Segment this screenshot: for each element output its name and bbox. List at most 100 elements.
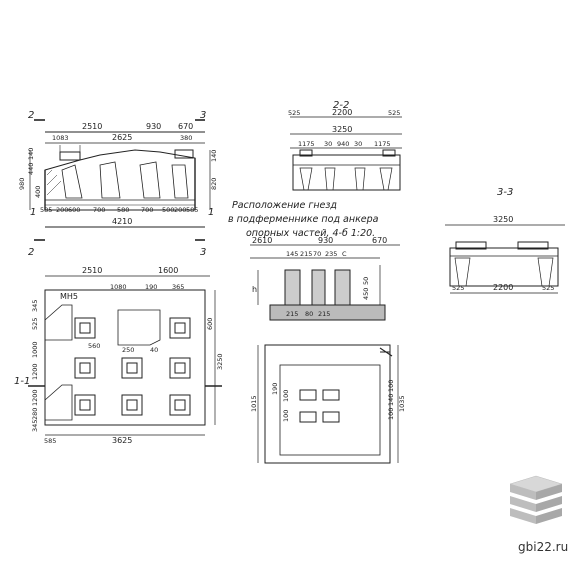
cut-mark-2-top: 2 xyxy=(28,110,34,121)
dim-30-b: 30 xyxy=(354,140,362,148)
dim-700-a: 700 xyxy=(93,206,105,214)
anchor-plan-labels: 1015 1035 100 140 100 190 100 100 xyxy=(250,380,406,422)
dim-250: 250 xyxy=(122,346,134,354)
dim-4210: 4210 xyxy=(112,217,132,226)
cut-mark-2-bottom: 2 xyxy=(28,247,34,258)
dim-525-s3a: 525 xyxy=(452,284,464,292)
dim-585-b: 585 xyxy=(186,206,198,214)
cut-mark-3-top: 3 xyxy=(200,110,206,121)
cut-mark-3-bottom: 3 xyxy=(200,247,206,258)
dim-525-p: 525 xyxy=(31,318,39,330)
dim-215-b2: 215 xyxy=(318,310,330,318)
dim-1080: 1080 xyxy=(110,283,127,291)
dim-40: 40 xyxy=(150,346,158,354)
dim-345-a: 345 xyxy=(31,300,39,312)
dim-100-r2: 100 xyxy=(387,408,395,420)
dim-345-b: 345 xyxy=(31,420,39,432)
dim-140-r: 140 xyxy=(387,394,395,406)
note-line-2: в подферменнике под анкера xyxy=(228,214,379,225)
dim-380: 380 xyxy=(180,134,192,142)
dim-980: 980 xyxy=(18,178,26,190)
elevation-view xyxy=(29,119,211,241)
anchor-detail xyxy=(250,244,400,321)
dim-585-p: 585 xyxy=(44,437,56,445)
dim-820: 820 xyxy=(210,178,218,190)
dim-140-right: 140 xyxy=(210,150,218,162)
dim-280: 280 xyxy=(31,408,39,420)
dim-400: 400 xyxy=(34,186,42,198)
dim-1015: 1015 xyxy=(250,395,258,412)
dim-1175-b: 1175 xyxy=(374,140,391,148)
dim-600-p: 600 xyxy=(206,318,214,330)
anchor-detail-labels: 2610 930 670 145 215 70 235 C 215 80 215… xyxy=(252,236,387,318)
dim-1175-a: 1175 xyxy=(298,140,315,148)
watermark-logo: gbi22.ru xyxy=(509,475,568,554)
dim-80: 80 xyxy=(305,310,313,318)
dim-2510-p: 2510 xyxy=(82,266,102,275)
dim-145: 145 xyxy=(286,250,298,258)
dim-580: 580 xyxy=(117,206,129,214)
dim-1035: 1035 xyxy=(398,395,406,412)
dim-30-a: 30 xyxy=(324,140,332,148)
dim-190-a: 190 xyxy=(271,383,279,395)
dim-365: 365 xyxy=(172,283,184,291)
section-2-2 xyxy=(290,116,402,191)
dim-3250: 3250 xyxy=(332,125,352,134)
note-line-3: опорных частей, 4-б 1:20. xyxy=(246,228,375,239)
dim-440: 440 xyxy=(27,163,35,175)
anchor-plan xyxy=(257,344,399,464)
dim-670: 670 xyxy=(178,122,193,131)
cut-mark-1-right: 1 xyxy=(208,207,214,218)
dim-560: 560 xyxy=(88,342,100,350)
dim-100-a: 100 xyxy=(282,390,290,402)
dim-140: 140 xyxy=(27,148,35,160)
dim-3250-s3: 3250 xyxy=(493,215,513,224)
dim-940: 940 xyxy=(337,140,349,148)
dim-215-b1: 215 xyxy=(286,310,298,318)
dim-670-d: 670 xyxy=(372,236,387,245)
mark-mn5: МН5 xyxy=(60,292,78,301)
section-3-3 xyxy=(445,224,565,294)
dim-525-s3b: 525 xyxy=(542,284,554,292)
dim-2625: 2625 xyxy=(112,133,132,142)
dim-3625: 3625 xyxy=(112,436,132,445)
dim-3250-p: 3250 xyxy=(216,353,224,370)
dim-100-r1: 100 xyxy=(387,380,395,392)
section-3-3-title: 3-3 xyxy=(497,187,513,198)
dim-235: 235 xyxy=(325,250,337,258)
dim-1600: 1600 xyxy=(158,266,178,275)
dim-585-a: 585 xyxy=(40,206,52,214)
dim-1200-b: 1200 xyxy=(31,389,39,406)
dim-50: 50 xyxy=(362,277,370,285)
dim-70: 70 xyxy=(313,250,321,258)
section-2-2-title: 2-2 xyxy=(333,100,349,111)
dim-2510: 2510 xyxy=(82,122,102,131)
watermark-text: gbi22.ru xyxy=(518,540,568,554)
dim-450: 450 xyxy=(362,288,370,300)
dim-700-b: 700 xyxy=(141,206,153,214)
dim-190: 190 xyxy=(145,283,157,291)
dim-525-b: 525 xyxy=(388,109,400,117)
dim-1000: 1000 xyxy=(31,341,39,358)
plan-view-labels: 1-1 2510 1600 1080 190 365 МН5 560 250 4… xyxy=(14,266,224,445)
dim-1200-a: 1200 xyxy=(31,363,39,380)
note-block: Расположение гнезд в подферменнике под а… xyxy=(228,200,379,239)
dim-2200-s3: 2200 xyxy=(493,283,513,292)
dim-930: 930 xyxy=(146,122,161,131)
dim-c: C xyxy=(342,250,347,258)
section-3-3-labels: 3-3 3250 525 2200 525 xyxy=(452,187,554,292)
dim-100-b: 100 xyxy=(282,410,290,422)
dim-200-a: 200 xyxy=(56,206,68,214)
note-line-1: Расположение гнезд xyxy=(232,200,337,211)
dim-215: 215 xyxy=(300,250,312,258)
dim-2200: 2200 xyxy=(332,108,352,117)
dim-525-a: 525 xyxy=(288,109,300,117)
cut-mark-1-left: 1 xyxy=(30,207,36,218)
dim-200-b: 200 xyxy=(174,206,186,214)
section-1-1-title: 1-1 xyxy=(14,376,30,387)
dim-600: 600 xyxy=(68,206,80,214)
h-label: h xyxy=(252,285,257,294)
section-2-2-labels: 2-2 525 2200 525 3250 1175 30 940 30 117… xyxy=(288,100,400,148)
dim-500: 500 xyxy=(162,206,174,214)
